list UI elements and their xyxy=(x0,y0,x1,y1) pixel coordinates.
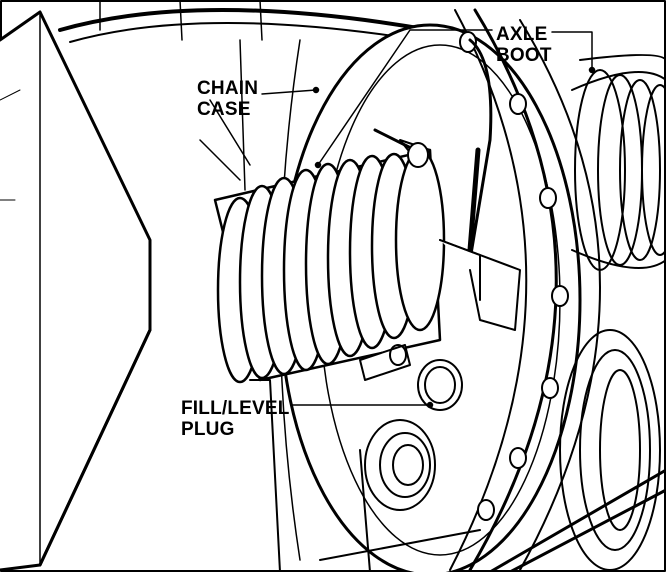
axle-boot-leader-right xyxy=(551,31,593,71)
breather-hose xyxy=(467,38,493,262)
chain-case-label-line1: CHAIN xyxy=(197,78,259,99)
background-frame xyxy=(58,0,432,191)
bottom-bar xyxy=(488,468,666,572)
bearing xyxy=(364,419,436,511)
axle-boot-corrugated xyxy=(213,148,446,384)
fill-level-plug-label-line2: PLUG xyxy=(181,419,235,440)
chain-case-leader xyxy=(261,89,317,95)
axle-boot-label-line2: BOOT xyxy=(496,45,552,66)
fill-level-plug-label: FILL/LEVEL PLUG xyxy=(181,398,290,440)
leader-lines xyxy=(261,29,596,409)
axle-boot-leader-left xyxy=(317,29,493,166)
chain-case-label: CHAIN CASE xyxy=(197,78,258,120)
lower-frame xyxy=(249,379,481,572)
left-panel xyxy=(0,10,152,572)
boot-clamp xyxy=(373,128,431,168)
chain-case-label-line2: CASE xyxy=(197,99,251,120)
fill-level-plug-label-line1: FILL/LEVEL xyxy=(181,398,290,419)
axle-boot-label-line1: AXLE xyxy=(496,24,548,45)
right-axle-boot xyxy=(571,54,666,271)
lower-pulley xyxy=(559,329,661,571)
fitting xyxy=(359,344,411,381)
axle-boot-label: AXLE BOOT xyxy=(496,24,552,66)
flange-ring xyxy=(449,8,601,572)
fill-level-plug xyxy=(417,359,463,411)
